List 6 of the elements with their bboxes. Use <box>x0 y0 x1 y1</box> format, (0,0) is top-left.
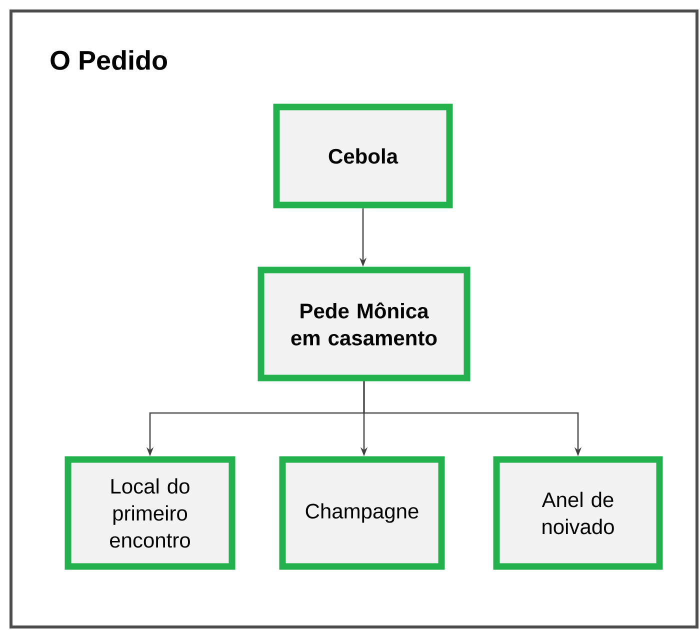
title: O Pedido <box>50 50 167 70</box>
process-box: Local do primeiro encontro <box>64 456 236 570</box>
process-box: Anel de noivado <box>493 456 663 570</box>
process-box: Cebola <box>273 104 453 208</box>
process-box: Champagne <box>279 456 445 570</box>
process-box: Pede Mônica em casamento <box>258 266 470 382</box>
